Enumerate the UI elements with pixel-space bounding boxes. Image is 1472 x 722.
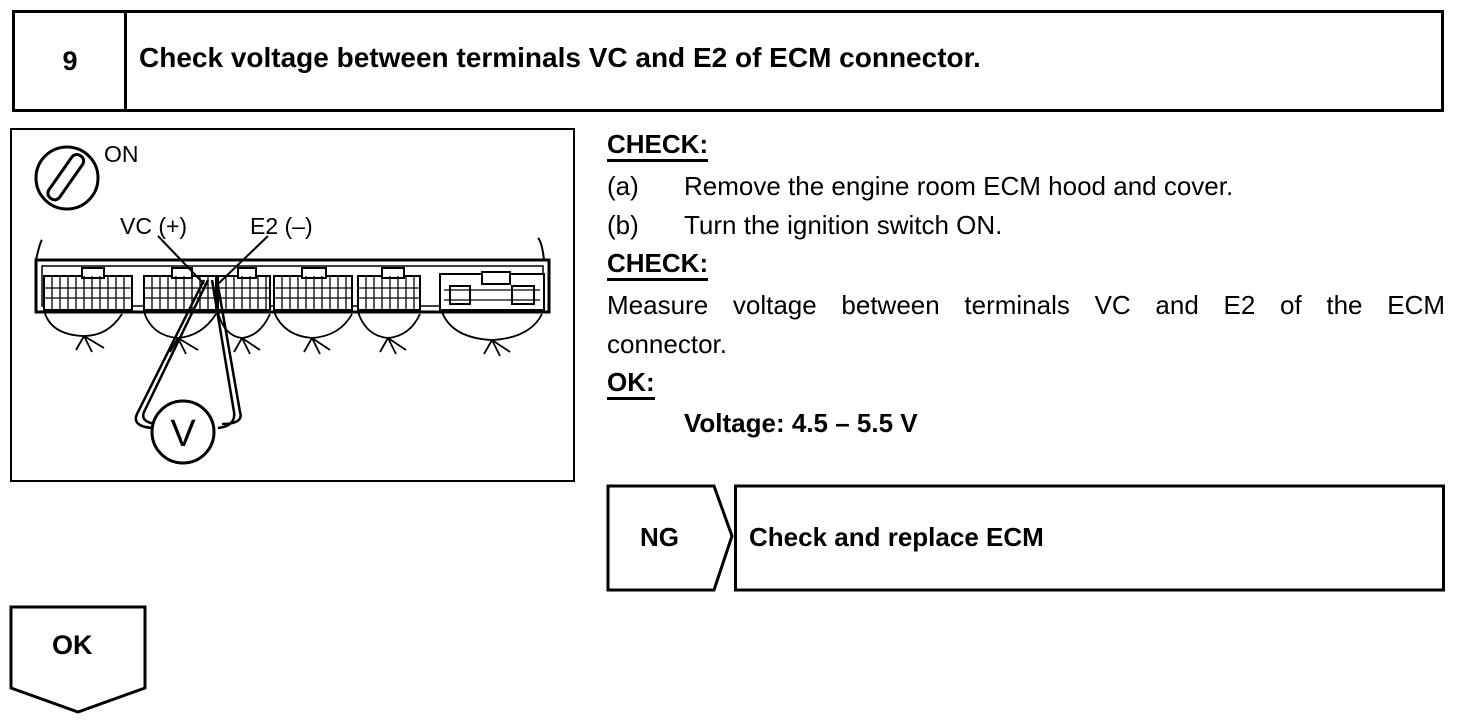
step-header-divider [124, 10, 127, 112]
ng-result-box [734, 484, 1445, 592]
ng-label: NG [640, 522, 679, 552]
step-b-marker: (b) [607, 210, 639, 240]
check-heading-2: CHECK: [607, 249, 709, 281]
ignition-key-icon [34, 145, 100, 211]
ng-result-text: Check and replace ECM [749, 522, 1044, 552]
step-a-marker: (a) [607, 171, 639, 201]
voltage-spec: Voltage: 4.5 – 5.5 V [684, 408, 918, 438]
measure-instruction-line1: Measure voltage between terminals VC and… [607, 290, 1445, 320]
ok-arrow-shape [9, 605, 147, 714]
step-header-box [12, 10, 1444, 112]
voltmeter-symbol: V [170, 413, 196, 455]
switch-state-label: ON [104, 141, 139, 167]
step-number: 9 [62, 45, 78, 76]
step-a-text: Remove the engine room ECM hood and cove… [684, 171, 1234, 201]
ng-arrow-box [606, 484, 734, 592]
e2-terminal-label: E2 (–) [250, 213, 313, 239]
ok-heading: OK: [607, 368, 655, 400]
step-b-text: Turn the ignition switch ON. [684, 210, 1003, 240]
vc-terminal-label: VC (+) [120, 213, 187, 239]
measure-instruction-line2: connector. [607, 329, 727, 359]
connector-illustration: ON VC (+) E2 (–) [10, 128, 575, 482]
check-heading-1: CHECK: [607, 130, 709, 162]
ng-branch-shapes [606, 484, 1445, 592]
step-title: Check voltage between terminals VC and E… [139, 42, 981, 73]
ok-branch-label: OK [52, 630, 93, 660]
ecm-connector-block [34, 235, 551, 357]
voltmeter-icon: V [150, 399, 216, 465]
